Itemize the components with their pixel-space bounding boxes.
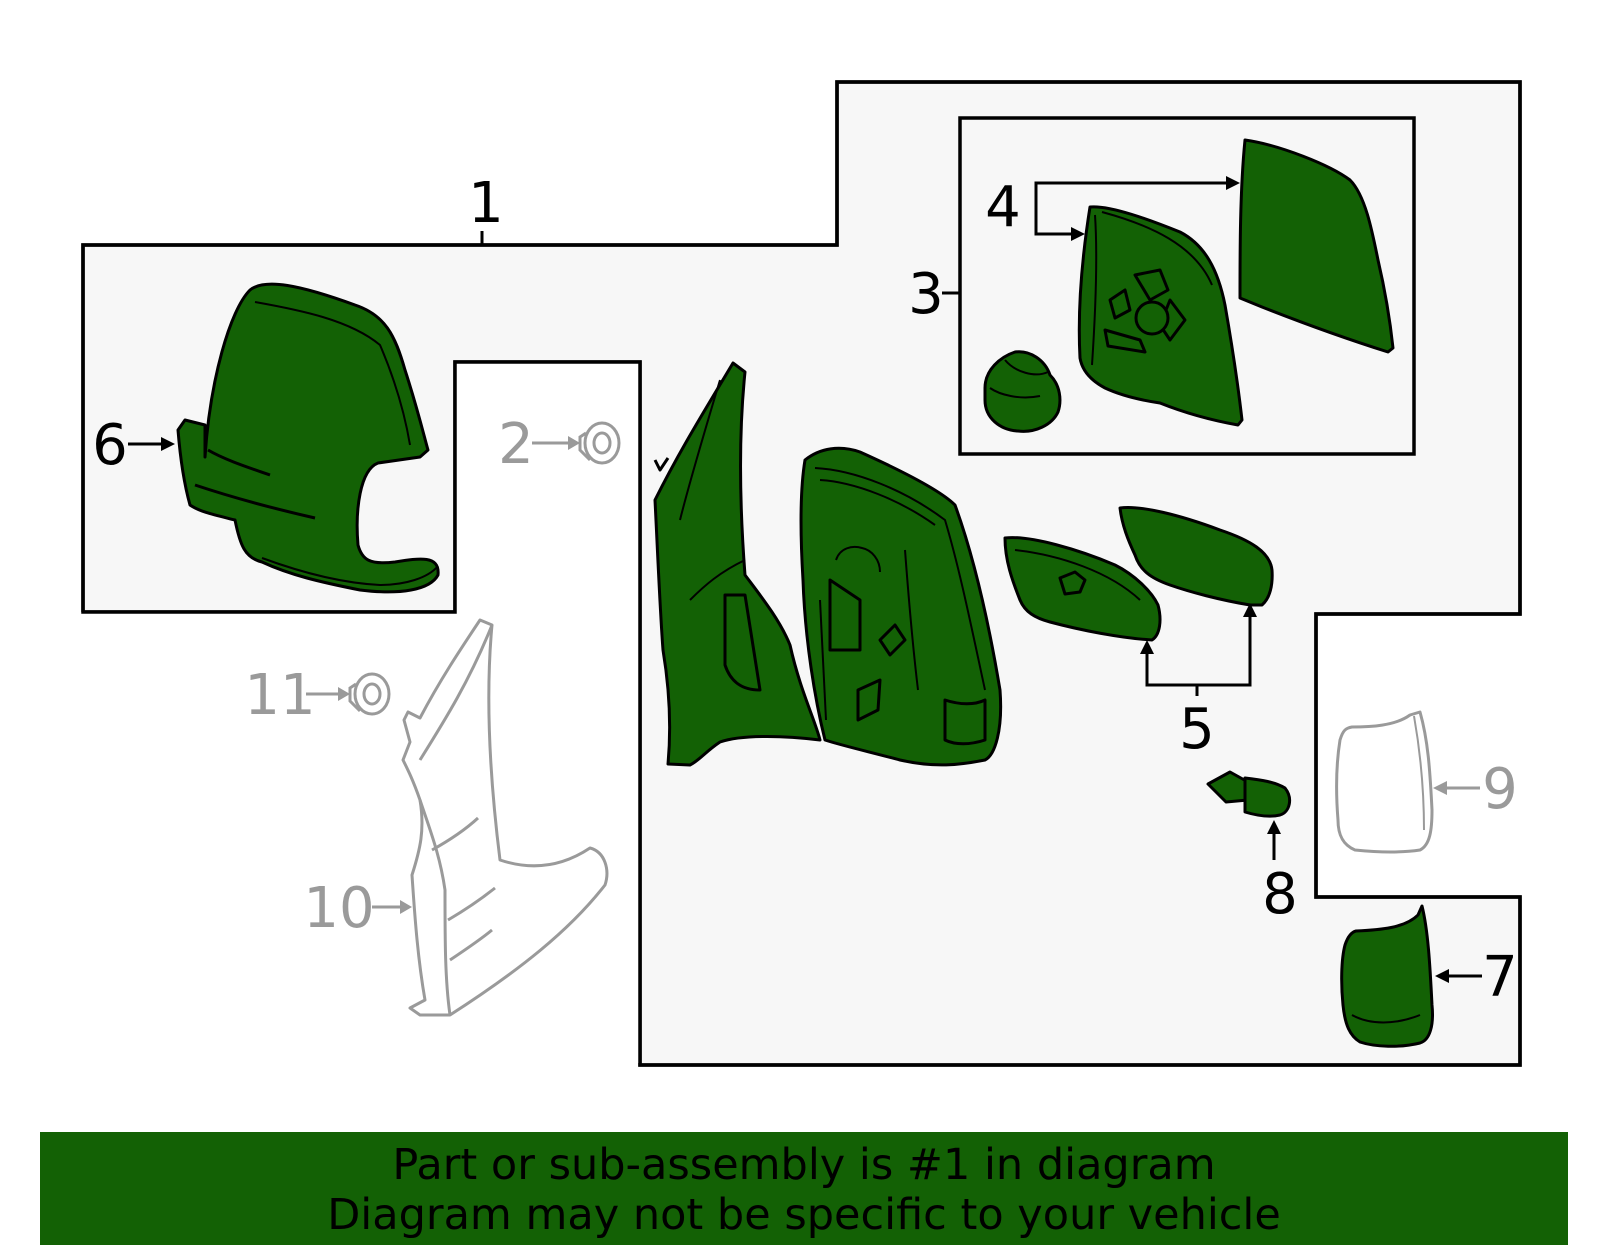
callout-9: 9	[1482, 757, 1518, 822]
callout-10: 10	[303, 876, 374, 941]
panel-outline	[81, 80, 1522, 1067]
disclaimer-banner: Part or sub-assembly is #1 in diagram Di…	[40, 1132, 1568, 1245]
part-2-nut[interactable]	[578, 421, 621, 465]
callout-7: 7	[1482, 945, 1518, 1010]
arrowhead-4a	[1226, 176, 1240, 190]
callout-6: 6	[92, 413, 128, 478]
part-10-trim[interactable]	[401, 618, 609, 1017]
arrowhead-2	[568, 436, 580, 450]
callout-1: 1	[468, 171, 504, 236]
banner-line-2: Diagram may not be specific to your vehi…	[327, 1190, 1281, 1240]
arrowhead-7	[1435, 969, 1449, 983]
callout-4: 4	[985, 175, 1021, 240]
part-1-mirror-assembly[interactable]	[653, 361, 1003, 767]
callout-2: 2	[498, 412, 534, 477]
callout-3: 3	[908, 262, 944, 327]
non-assembly-cutout	[0, 362, 640, 1063]
callout-5: 5	[1179, 697, 1215, 762]
leader-5	[1145, 615, 1252, 696]
part-11-nut[interactable]	[348, 672, 391, 716]
arrowhead-6	[161, 437, 175, 451]
arrowhead-11	[338, 687, 350, 701]
arrowhead-4b	[1071, 227, 1085, 241]
callout-11: 11	[244, 663, 315, 728]
part-7-lamp-cover[interactable]	[1340, 904, 1434, 1048]
arrowhead-8	[1267, 820, 1281, 834]
part-9-lens[interactable]	[1335, 710, 1434, 854]
callout-8: 8	[1262, 862, 1298, 927]
part-5-mirror-glass[interactable]	[1003, 505, 1274, 642]
arrowhead-5b	[1243, 603, 1257, 617]
part-8-bulb[interactable]	[1206, 770, 1292, 818]
arrowhead-5a	[1140, 640, 1154, 654]
arrowhead-9	[1433, 781, 1447, 795]
banner-line-1: Part or sub-assembly is #1 in diagram	[392, 1140, 1216, 1190]
part-6-mirror-cover[interactable]	[176, 282, 440, 594]
leader-4	[1034, 181, 1228, 236]
part-3-actuator-glass[interactable]	[983, 138, 1395, 433]
arrowhead-10	[400, 900, 412, 914]
